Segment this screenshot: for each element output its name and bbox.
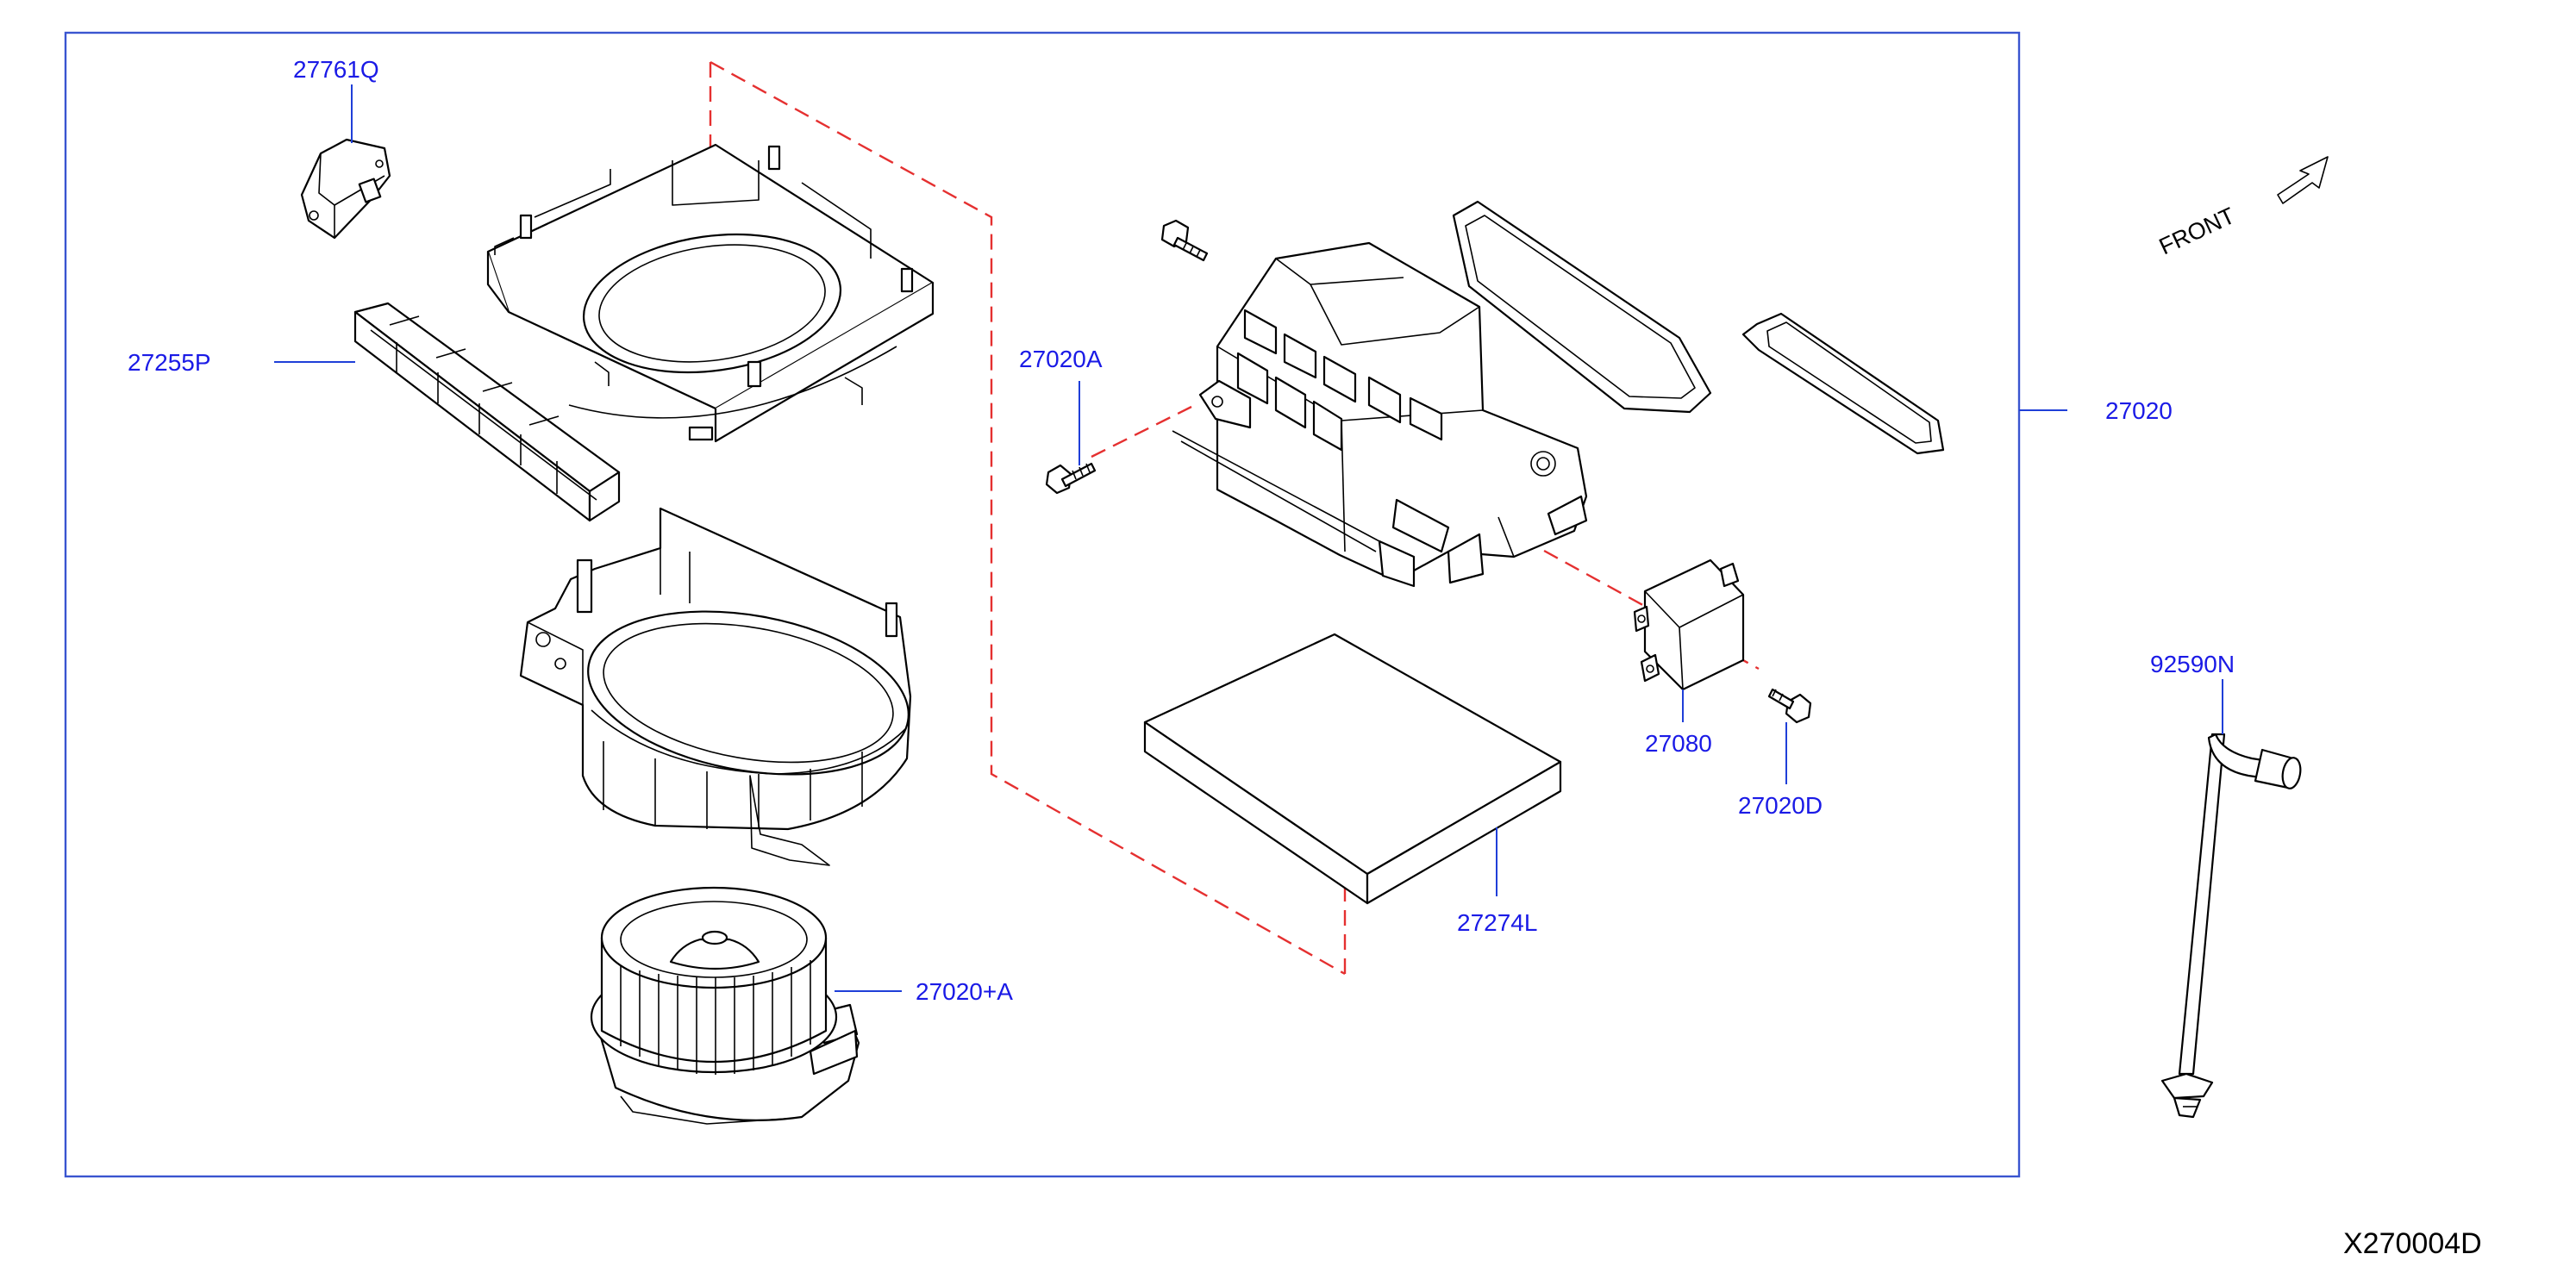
scroll-case-drawing [519, 507, 912, 866]
screw-27020a-drawing [1045, 462, 1097, 495]
screw-27020d-drawing [1767, 688, 1812, 724]
label-27761q: 27761Q [293, 56, 379, 83]
label-27255p: 27255P [128, 349, 211, 376]
screw-top-drawing [1160, 219, 1209, 262]
label-27020d: 27020D [1738, 792, 1823, 819]
label-27020a: 27020A [1019, 346, 1103, 372]
seal-drawing [1741, 312, 1945, 455]
upper-case-drawing [486, 143, 935, 443]
leader-lines [274, 84, 2223, 992]
resistor-drawing [1633, 558, 1745, 691]
grille-drawing [353, 302, 621, 522]
blower-motor-drawing [590, 886, 860, 1125]
assembly-frame [64, 31, 2021, 1178]
cabin-filter-drawing [1143, 633, 1562, 905]
front-arrow-icon [2277, 156, 2329, 204]
diagram-reference: X270004D [2343, 1227, 2482, 1260]
drain-hose-drawing [2160, 733, 2302, 1119]
label-27274l: 27274L [1457, 909, 1537, 936]
label-27020-plus-a: 27020+A [916, 978, 1013, 1005]
label-27020: 27020 [2105, 397, 2173, 424]
phantom-lines [709, 60, 1760, 976]
blower-housing-drawing [1172, 200, 1712, 588]
actuator-drawing [300, 138, 391, 240]
front-label: FRONT [2155, 203, 2239, 259]
label-27080: 27080 [1645, 730, 1712, 757]
label-92590n: 92590N [2150, 651, 2235, 677]
